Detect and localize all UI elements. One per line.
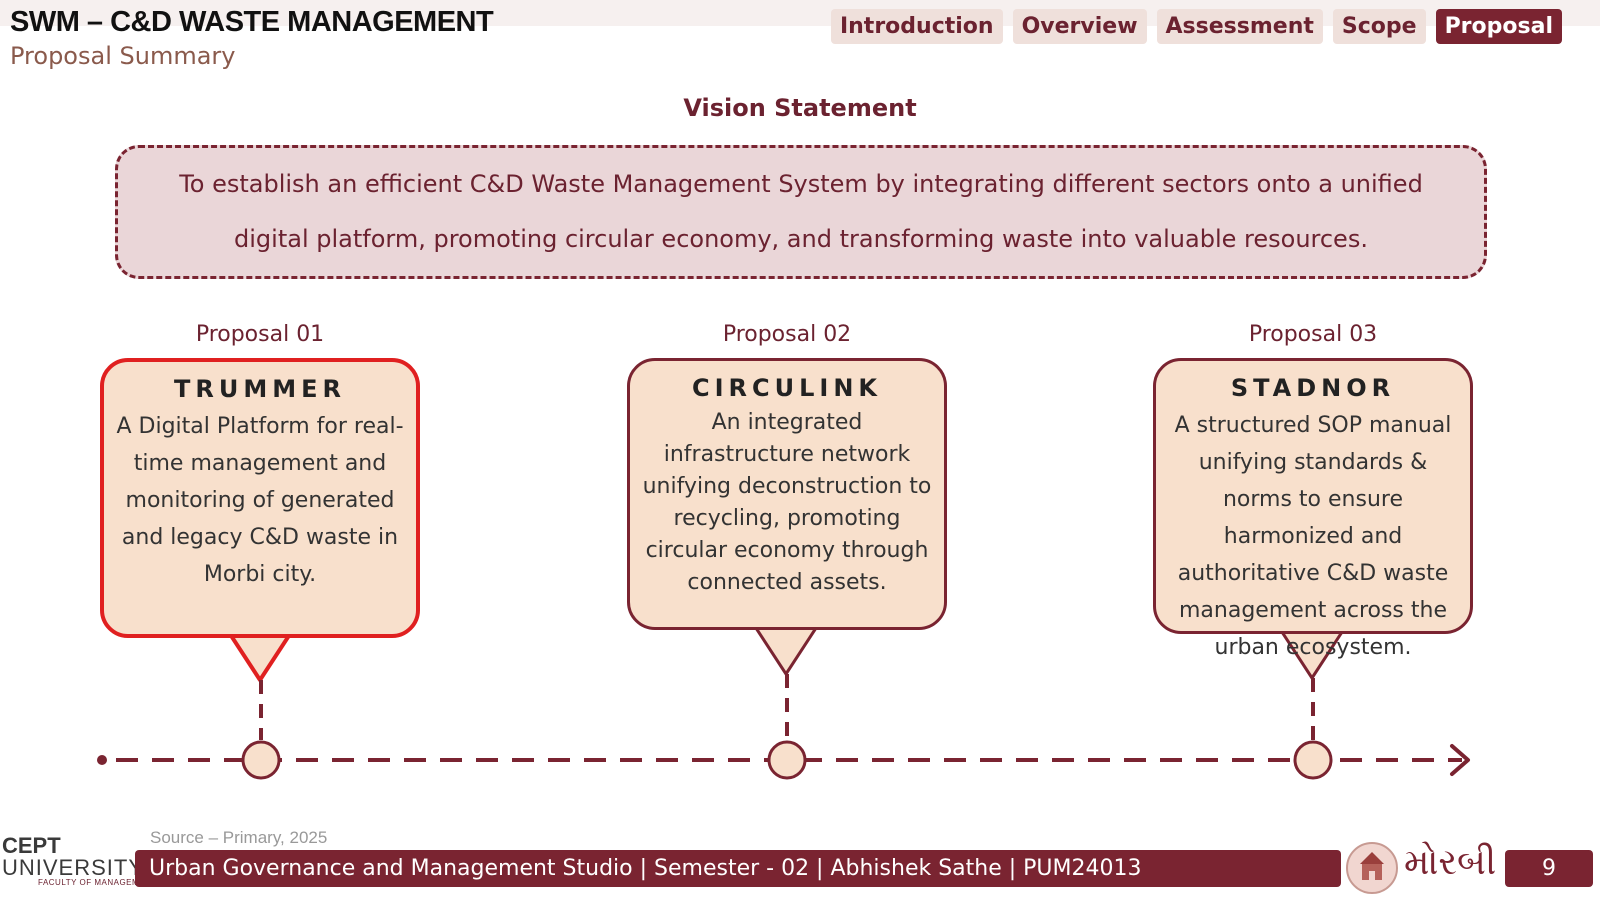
proposal-01-card[interactable]: TRUMMER A Digital Platform for real-time…: [100, 358, 420, 638]
proposal-03-label: Proposal 03: [1248, 322, 1378, 347]
proposal-03-card[interactable]: STADNOR A structured SOP manual unifying…: [1153, 358, 1473, 660]
page-title: SWM – C&D WASTE MANAGEMENT: [10, 6, 494, 38]
proposal-01-label: Proposal 01: [195, 322, 325, 347]
tab-proposal[interactable]: Proposal: [1435, 9, 1562, 44]
proposal-02-label: Proposal 02: [722, 322, 852, 347]
page-number: 9: [1505, 850, 1593, 887]
proposal-02-title: CIRCULINK: [691, 374, 883, 402]
logo-line-2: UNIVERSITY: [2, 855, 145, 880]
timeline-start-dot: [97, 755, 107, 765]
timeline-arrow-icon: [1450, 744, 1470, 776]
cept-university-logo: CEPT UNIVERSITY FACULTY OF MANAGEMENT: [2, 835, 157, 887]
morbi-city-wordmark: મોરબી: [1404, 842, 1497, 883]
milestone-node-1: [241, 740, 281, 780]
vision-text: To establish an efficient C&D Waste Mana…: [179, 170, 1423, 253]
vision-title: Vision Statement: [683, 94, 917, 122]
vision-box: To establish an efficient C&D Waste Mana…: [115, 145, 1487, 279]
proposal-01-description: A Digital Platform for real-time managem…: [116, 414, 404, 587]
proposal-03-title: STADNOR: [1230, 374, 1396, 402]
logo-line-3: FACULTY OF MANAGEMENT: [38, 878, 157, 887]
page-subtitle: Proposal Summary: [10, 42, 236, 70]
tab-scope[interactable]: Scope: [1332, 9, 1426, 44]
pointer-2: [754, 626, 818, 676]
milestone-node-2: [767, 740, 807, 780]
proposal-02-description: An integrated infrastructure network uni…: [642, 410, 932, 595]
proposal-03-description: A structured SOP manual unifying standar…: [1174, 413, 1452, 660]
tab-overview[interactable]: Overview: [1012, 9, 1147, 44]
pointer-1: [228, 632, 292, 682]
footer-bar: Urban Governance and Management Studio |…: [135, 850, 1341, 887]
milestone-node-3: [1293, 740, 1333, 780]
section-nav: Introduction Overview Assessment Scope P…: [830, 9, 1562, 44]
tab-introduction[interactable]: Introduction: [830, 9, 1003, 44]
proposal-02-card[interactable]: CIRCULINK An integrated infrastructure n…: [627, 358, 947, 630]
logo-line-1: CEPT: [2, 833, 61, 858]
source-note: Source – Primary, 2025: [150, 828, 328, 847]
proposal-01-title: TRUMMER: [174, 375, 346, 403]
tab-assessment[interactable]: Assessment: [1156, 9, 1323, 44]
morbi-emblem-icon: [1346, 842, 1398, 894]
